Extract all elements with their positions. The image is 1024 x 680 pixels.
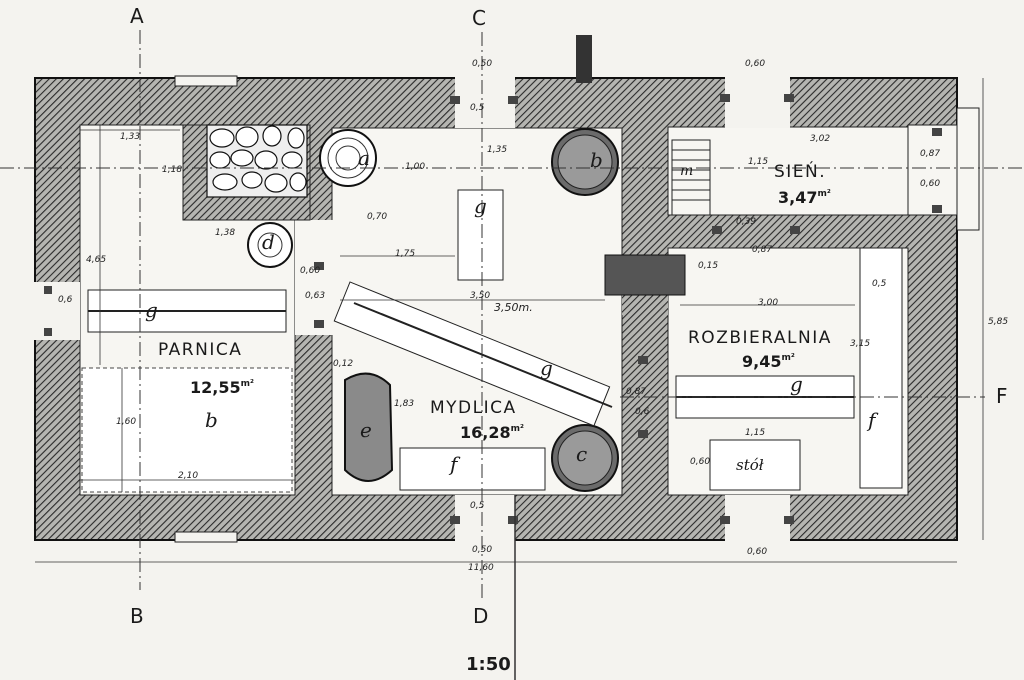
section-mark-c: C: [472, 6, 486, 30]
dim-label: 1,60: [116, 417, 137, 427]
dim-label: 0,60: [745, 59, 766, 69]
dim-label: 0,60: [920, 179, 941, 189]
room-area-mydlica: 16,28m²: [460, 425, 524, 441]
dim-label: 0,5: [470, 103, 485, 113]
dim-label: 1,15: [748, 157, 769, 167]
section-mark-b: B: [130, 604, 144, 628]
key-m: m: [680, 163, 694, 179]
bench-f-rozbieralnia: [859, 247, 903, 489]
dim-label: 1,38: [215, 228, 236, 238]
platform-b: [81, 367, 293, 493]
bench-g-parnica: [87, 289, 287, 333]
basin-d: [247, 222, 293, 268]
section-mark-d: D: [473, 604, 489, 628]
tub-c: [551, 424, 619, 492]
key-f-rozbieralnia: f: [868, 408, 876, 432]
tub-b: [551, 128, 619, 196]
dim-label: 0,12: [333, 359, 354, 369]
dim-label: 0,63: [305, 291, 326, 301]
table: [709, 439, 801, 491]
dim-label: 0,87: [626, 387, 647, 397]
dim-label: 2,10: [178, 471, 199, 481]
area-unit: m²: [240, 379, 254, 389]
dim-label: 0,15: [698, 261, 719, 271]
dim-label: 0,50: [472, 59, 493, 69]
dim-label: 0,70: [367, 212, 388, 222]
room-name-sien: SIEŃ.: [774, 162, 827, 182]
room-name-mydlica: MYDLICA: [430, 398, 517, 418]
room-area-rozbieralnia: 9,45m²: [742, 354, 795, 370]
tub-a: [319, 129, 377, 187]
dim-label: 0,5: [470, 501, 485, 511]
dim-label: 1,35: [487, 145, 508, 155]
bench-g-mydlica-diag: [333, 281, 613, 427]
dim-label: 0,87: [920, 149, 941, 159]
room-area-sien: 3,47m²: [778, 190, 831, 206]
area-value: 3,47: [778, 188, 818, 207]
dim-label: 3,02: [810, 134, 831, 144]
bench-g-mydlica-small: [457, 189, 504, 281]
bench-f-mydlica: [399, 447, 546, 491]
dim-label: 0,60: [690, 457, 711, 467]
dim-label: 0,6: [58, 295, 73, 305]
room-area-parnica: 12,55m²: [190, 380, 254, 396]
key-b-tub: b: [590, 148, 603, 172]
key-a: a: [358, 146, 370, 170]
key-stol: stół: [736, 456, 764, 474]
dim-label: 1,83: [394, 399, 415, 409]
chimney: [576, 35, 592, 83]
dim-label: 3,50: [470, 291, 491, 301]
key-b-platform: b: [205, 408, 218, 432]
dim-label: 5,85: [988, 317, 1009, 327]
key-g-rozbieralnia: g: [790, 372, 803, 396]
key-d: d: [262, 230, 275, 254]
dim-label: 1,00: [405, 162, 426, 172]
dim-label: 3,50m.: [494, 301, 533, 314]
dim-label: 0,60: [300, 266, 321, 276]
dim-label: 1,33: [120, 132, 141, 142]
dim-label: 1,18: [162, 165, 183, 175]
key-f-mydlica: f: [450, 452, 458, 476]
key-c: c: [576, 442, 588, 466]
area-unit: m²: [510, 424, 524, 434]
dim-label: 1,75: [395, 249, 416, 259]
area-value: 12,55: [190, 378, 241, 397]
heater-stones: [209, 125, 307, 193]
dim-label: 1,15: [745, 428, 766, 438]
dim-label: 4,65: [86, 255, 107, 265]
key-e: e: [360, 418, 372, 442]
key-g-mydlica-small: g: [474, 194, 487, 218]
room-name-rozbieralnia: ROZBIERALNIA: [688, 328, 832, 348]
room-name-parnica: PARNICA: [158, 340, 243, 360]
dim-label: 11,60: [468, 563, 494, 573]
dim-label: 0,39: [736, 217, 757, 227]
key-g-mydlica-diag: g: [540, 356, 553, 380]
bathtub-e: [344, 372, 394, 482]
dim-label: 3,00: [758, 298, 779, 308]
key-g-parnica: g: [145, 298, 158, 322]
dim-label: 0,5: [872, 279, 887, 289]
dim-label: 3,15: [850, 339, 871, 349]
area-value: 16,28: [460, 423, 511, 442]
stairs-m: [671, 139, 711, 216]
scale-label: 1:50: [466, 654, 511, 675]
section-lines: [0, 30, 1024, 600]
area-unit: m²: [817, 189, 831, 199]
dim-label: 0,6: [635, 407, 650, 417]
dimension-lines: [35, 78, 984, 563]
dim-label: 0,50: [472, 545, 493, 555]
section-mark-a: A: [130, 4, 144, 28]
section-mark-f: F: [996, 384, 1008, 408]
dim-label: 0,87: [752, 245, 773, 255]
door-frames: [44, 94, 942, 524]
area-value: 9,45: [742, 352, 782, 371]
area-unit: m²: [781, 353, 795, 363]
dim-label: 0,60: [747, 547, 768, 557]
